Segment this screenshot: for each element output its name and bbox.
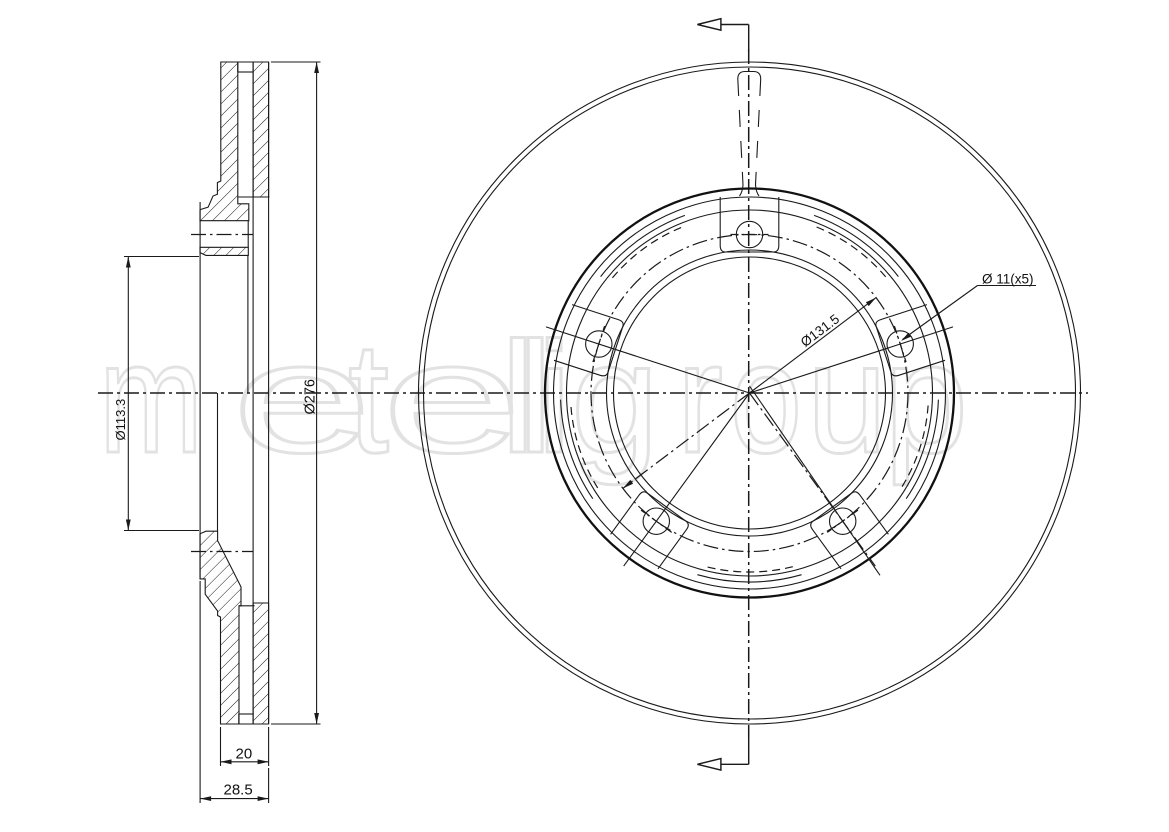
svg-text:l: l: [518, 310, 553, 486]
svg-text:l: l: [501, 310, 536, 486]
svg-text:Ø 11(x5): Ø 11(x5): [982, 272, 1034, 287]
svg-text:20: 20: [236, 746, 253, 763]
svg-text:u: u: [807, 310, 887, 486]
svg-text:r: r: [677, 310, 723, 486]
svg-text:e: e: [232, 310, 372, 486]
svg-text:Ø276: Ø276: [303, 379, 319, 414]
svg-text:Ø113.3: Ø113.3: [113, 399, 128, 441]
svg-text:28.5: 28.5: [224, 782, 253, 799]
svg-text:g: g: [571, 310, 659, 486]
svg-text:t: t: [348, 310, 389, 486]
svg-text:m: m: [99, 310, 203, 486]
svg-text:o: o: [730, 310, 802, 486]
svg-text:e: e: [382, 310, 522, 486]
